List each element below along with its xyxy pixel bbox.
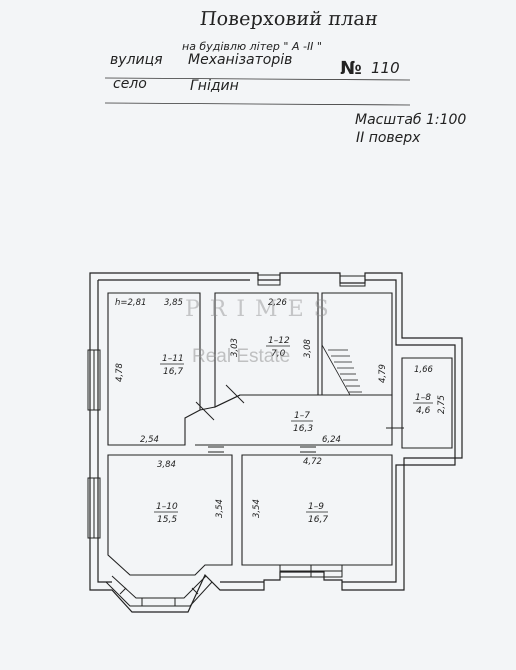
room-1-10-id: 1–10 (156, 502, 178, 512)
staircase (321, 344, 362, 396)
street-value: Механізаторів (188, 52, 293, 68)
number-value: 110 (371, 59, 400, 77)
dim-3-85: 3,85 (164, 298, 183, 308)
dim-2-54: 2,54 (140, 435, 159, 445)
bottom-window (279, 564, 343, 578)
village-label: село (113, 76, 147, 92)
room-1-11-id: 1–11 (162, 354, 184, 364)
village-value: Гнідин (190, 78, 239, 94)
dim-2-75: 2,75 (437, 395, 447, 414)
height-label: h=2,81 (115, 298, 146, 308)
dim-3-08: 3,08 (303, 338, 313, 358)
bay-window (105, 575, 213, 607)
watermark-brand: PRIMES (185, 297, 339, 322)
number-label: № (340, 58, 362, 79)
top-windows (257, 274, 366, 287)
dim-3-03: 3,03 (230, 338, 240, 357)
room-1-9-area: 16,7 (308, 515, 328, 525)
room-1-11-area: 16,7 (163, 367, 183, 377)
dim-6-24: 6,24 (322, 435, 341, 445)
watermark-tagline: Real Estate (192, 346, 291, 367)
room-1-8-id: 1–8 (415, 393, 431, 403)
dim-4-72: 4,72 (303, 457, 322, 467)
left-window (87, 477, 101, 539)
room-1-7-area: 16,3 (293, 424, 313, 434)
header-underlines (104, 77, 411, 106)
interior-walls (107, 292, 453, 576)
room-1-7-id: 1–7 (294, 411, 310, 421)
room-1-12-area: 7,0 (271, 349, 286, 359)
scale-label: Масштаб 1:100 (355, 112, 467, 128)
left-window-upper (87, 349, 101, 411)
street-label: вулиця (110, 52, 163, 68)
outer-walls (89, 272, 463, 613)
dim-2-26: 2,26 (268, 298, 288, 308)
room-1-10-area: 15,5 (157, 515, 177, 525)
floor-label: ІІ поверх (356, 130, 421, 146)
document-subtitle: на будівлю літер " А -ІІ " (182, 40, 322, 53)
dim-1-66: 1,66 (414, 365, 434, 375)
dim-3-54-right: 3,54 (252, 499, 262, 518)
dim-4-79: 4,79 (378, 364, 388, 383)
room-1-9-id: 1–9 (308, 502, 324, 512)
room-1-12-id: 1–12 (268, 336, 290, 346)
dim-3-84: 3,84 (157, 460, 176, 470)
room-1-8-area: 4,6 (416, 406, 431, 416)
door-marks (195, 384, 404, 453)
dim-4-78: 4,78 (115, 362, 125, 382)
dim-3-54-left: 3,54 (215, 499, 225, 518)
